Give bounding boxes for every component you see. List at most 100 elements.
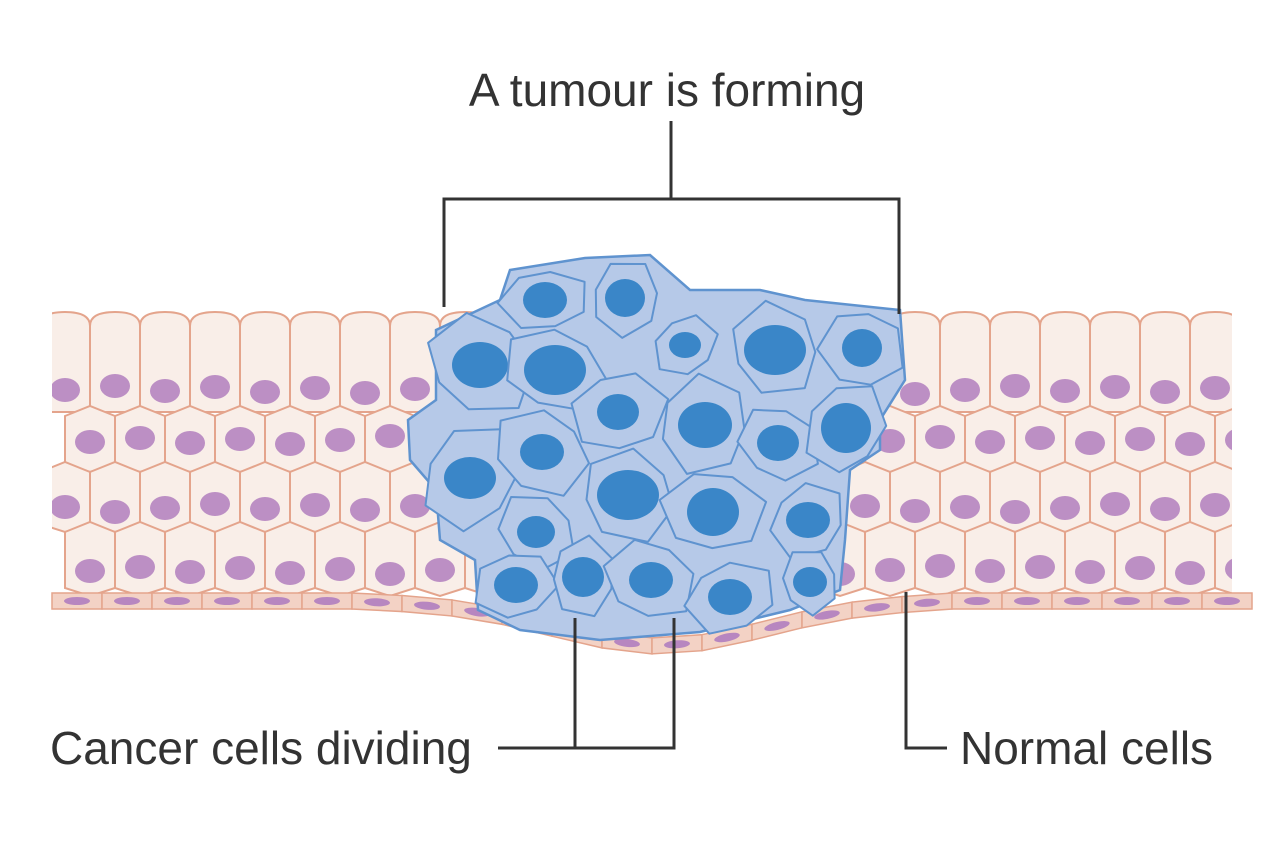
- tumour-cell-nucleus: [597, 470, 659, 520]
- normal-cell-nucleus: [925, 554, 955, 578]
- normal-cell-nucleus: [1100, 375, 1130, 399]
- normal-cell-nucleus: [400, 494, 430, 518]
- basal-cell-nucleus: [1014, 597, 1040, 605]
- tumour-cell-nucleus: [444, 457, 496, 499]
- basal-cell-nucleus: [164, 597, 190, 605]
- normal-cell-nucleus: [150, 496, 180, 520]
- normal-cell-nucleus: [1225, 558, 1232, 580]
- normal-cell-nucleus: [1200, 376, 1230, 400]
- normal-cell-nucleus: [75, 559, 105, 583]
- normal-cell-nucleus: [1025, 555, 1055, 579]
- leader-lines: [442, 121, 947, 750]
- tumour-cell-nucleus: [821, 403, 871, 453]
- normal-cell-nucleus: [975, 559, 1005, 583]
- normal-cell: [1240, 462, 1280, 532]
- normal-cell: [164, 520, 216, 598]
- tumour-cell-nucleus: [523, 282, 567, 318]
- normal-leader-line: [904, 592, 947, 750]
- normal-cell-nucleus: [950, 495, 980, 519]
- normal-cell-nucleus: [350, 498, 380, 522]
- normal-cell-nucleus: [100, 500, 130, 524]
- basal-cell-nucleus: [214, 597, 240, 605]
- normal-cells-label: Normal cells: [960, 722, 1213, 774]
- normal-cell-nucleus: [425, 558, 455, 582]
- tumour-cell-nucleus: [520, 434, 564, 470]
- normal-cell-nucleus: [275, 561, 305, 585]
- basal-cell-nucleus: [1164, 597, 1190, 605]
- normal-cell-nucleus: [225, 556, 255, 580]
- normal-cell-nucleus: [875, 558, 905, 582]
- normal-cell-nucleus: [175, 431, 205, 455]
- tumour-cell-nucleus: [669, 332, 701, 358]
- basal-cell-nucleus: [764, 621, 790, 632]
- normal-cell-nucleus: [275, 432, 305, 456]
- tumour-cell-nucleus: [597, 394, 639, 430]
- tumour-cell-nucleus: [517, 516, 555, 548]
- normal-cell-nucleus: [400, 377, 430, 401]
- normal-cell-nucleus: [250, 497, 280, 521]
- tumour-cell-nucleus: [678, 402, 732, 448]
- normal-cell-nucleus: [925, 425, 955, 449]
- tumour-cell-nucleus: [708, 579, 752, 615]
- normal-cell-nucleus: [1000, 374, 1030, 398]
- normal-cell-nucleus: [950, 378, 980, 402]
- tumour-cell-nucleus: [494, 567, 538, 603]
- normal-cell-nucleus: [300, 493, 330, 517]
- normal-cell-nucleus: [1225, 429, 1232, 451]
- normal-cell-nucleus: [1175, 432, 1205, 456]
- normal-cell-nucleus: [1025, 426, 1055, 450]
- normal-cell-nucleus: [200, 375, 230, 399]
- normal-cell-nucleus: [975, 430, 1005, 454]
- normal-cell: [1064, 520, 1116, 598]
- basal-cell-nucleus: [664, 640, 690, 649]
- tumour-bracket-line: [442, 121, 901, 314]
- basal-cell-nucleus: [814, 610, 840, 620]
- basal-cell-nucleus: [1214, 597, 1240, 605]
- basal-cell-nucleus: [64, 597, 90, 605]
- normal-cell-nucleus: [175, 560, 205, 584]
- tumour-cell-nucleus: [452, 342, 508, 388]
- tumour-forming-label: A tumour is forming: [469, 64, 865, 116]
- normal-cell-nucleus: [1000, 500, 1030, 524]
- basal-cell-nucleus: [964, 597, 990, 605]
- normal-cell-nucleus: [900, 499, 930, 523]
- tumour-cell-nucleus: [786, 502, 830, 538]
- normal-cell-nucleus: [1075, 560, 1105, 584]
- tumour-cell-nucleus: [744, 325, 806, 375]
- normal-cell-nucleus: [1200, 493, 1230, 517]
- basal-cell-nucleus: [414, 601, 440, 610]
- basal-cell-nucleus: [714, 632, 740, 643]
- normal-cell-nucleus: [300, 376, 330, 400]
- tumour-cluster: [406, 253, 907, 642]
- normal-cell-nucleus: [850, 494, 880, 518]
- basal-cell-nucleus: [314, 597, 340, 605]
- normal-cell-nucleus: [1175, 561, 1205, 585]
- normal-cell-nucleus: [52, 495, 80, 519]
- tumour-cell-nucleus: [629, 562, 673, 598]
- normal-cell-nucleus: [1125, 556, 1155, 580]
- normal-cell-nucleus: [350, 381, 380, 405]
- normal-cell-nucleus: [1150, 497, 1180, 521]
- normal-cell-nucleus: [1050, 379, 1080, 403]
- normal-cell-nucleus: [250, 380, 280, 404]
- dividing-leader-line: [498, 618, 676, 750]
- tumour-cell-nucleus: [757, 425, 799, 461]
- normal-cell-nucleus: [325, 428, 355, 452]
- normal-cell-nucleus: [52, 378, 80, 402]
- normal-cell-nucleus: [875, 429, 905, 453]
- normal-cell-nucleus: [100, 374, 130, 398]
- basal-cell-nucleus: [1064, 597, 1090, 605]
- basal-cell-nucleus: [364, 598, 390, 607]
- normal-cell-nucleus: [375, 562, 405, 586]
- normal-cell-nucleus: [1075, 431, 1105, 455]
- normal-cell-nucleus: [200, 492, 230, 516]
- normal-cell-nucleus: [150, 379, 180, 403]
- cancer-cells-dividing-label: Cancer cells dividing: [50, 722, 472, 774]
- normal-cell-nucleus: [125, 426, 155, 450]
- normal-cell-nucleus: [1100, 492, 1130, 516]
- normal-cell-nucleus: [1250, 498, 1280, 522]
- basal-cell-nucleus: [614, 638, 640, 648]
- normal-cell-nucleus: [1125, 427, 1155, 451]
- tumour-cell-nucleus: [687, 488, 739, 536]
